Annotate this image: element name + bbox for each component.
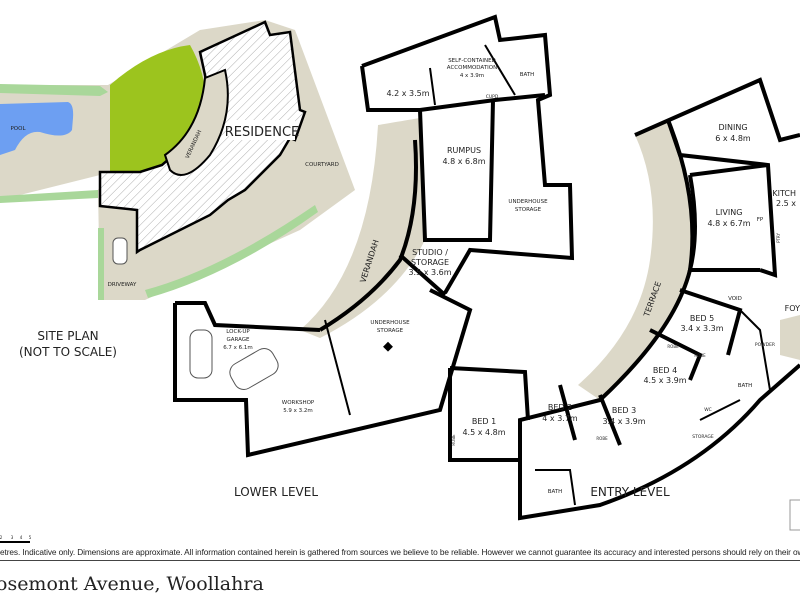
- underhouse-storage-2-name1: UNDERHOUSE: [370, 320, 410, 326]
- room-unnamed-dims: 4.2 x 3.5m: [386, 89, 429, 98]
- site-plan-title: SITE PLAN: [37, 329, 98, 343]
- residence-label: RESIDENCE: [225, 125, 300, 140]
- robe-2-label: ROBE: [694, 353, 706, 358]
- planting-driveway: [98, 228, 104, 300]
- robe-3-label: ROBE: [596, 436, 608, 441]
- driveway-label: DRIVEWAY: [108, 282, 137, 288]
- terrace: [578, 120, 693, 400]
- dining-dims: 6 x 4.8m: [715, 134, 751, 143]
- property-address: osemont Avenue, Woollahra: [0, 573, 264, 595]
- residence-label-box: [229, 120, 295, 140]
- garage-car-2: [229, 348, 279, 390]
- kitchen-label: KITCH: [772, 189, 796, 198]
- self-contained-dims: 4 x 3.9m: [460, 73, 484, 79]
- wc-label: WC: [704, 407, 712, 413]
- living-label: LIVING: [716, 208, 743, 217]
- bed2-label: BED 2: [548, 403, 572, 412]
- robe-4-label: ROBE: [451, 434, 456, 446]
- courtyard-label: COURTYARD: [305, 162, 339, 168]
- site-plan: RESIDENCE POOL VERANDAH COURTYARD DRIVEW…: [0, 20, 355, 359]
- self-contained-name1: SELF-CONTAINED: [448, 58, 496, 64]
- entry-bath-label: BATH: [738, 383, 753, 389]
- studio-name2: STORAGE: [411, 258, 449, 267]
- garage-dims: 6.7 x 6.1m: [223, 345, 253, 351]
- dining-label: DINING: [718, 123, 747, 132]
- scale-tick-2: 2: [0, 535, 3, 540]
- garage-name2: GARAGE: [226, 337, 250, 343]
- bed4-dims: 4.5 x 3.9m: [643, 376, 686, 385]
- rumpus-dims: 4.8 x 6.8m: [442, 157, 485, 166]
- garage-name1: LOCK-UP: [226, 329, 250, 335]
- compass-box: [789, 499, 800, 531]
- scale-tick-3: 3: [11, 535, 14, 540]
- rumpus-label: RUMPUS: [447, 146, 481, 155]
- bed5-label: BED 5: [690, 314, 714, 323]
- planting-top: [0, 84, 108, 96]
- bed3-dims: 3.4 x 3.9m: [602, 417, 645, 426]
- workshop-label: WORKSHOP: [282, 400, 315, 406]
- scale-tick-5: 5: [29, 535, 32, 540]
- kitchen-dims: 2.5 x: [776, 199, 796, 208]
- pool-label: POOL: [10, 126, 26, 132]
- studio-dims: 3.5 x 3.6m: [408, 268, 451, 277]
- scale-tick-4: 4: [20, 535, 23, 540]
- site-verandah: [163, 68, 229, 176]
- robe-1-label: ROBE: [667, 344, 679, 349]
- bed5-dims: 3.4 x 3.3m: [680, 324, 723, 333]
- car-icon: [112, 237, 128, 265]
- garage-car-1: [189, 329, 213, 379]
- lower-verandah: [300, 118, 425, 338]
- entry-level-plan: DINING 6 x 4.8m KITCH 2.5 x LIVING 4.8 x…: [448, 77, 800, 521]
- planting-bottom: [0, 190, 98, 203]
- workshop-dims: 5.9 x 3.2m: [283, 408, 313, 414]
- pantry-label: PTRY: [776, 233, 781, 243]
- bed4-label: BED 4: [653, 366, 677, 375]
- underhouse-storage-2-name2: STORAGE: [377, 328, 404, 334]
- void-label: VOID: [728, 296, 742, 302]
- disclaimer: etres. Indicative only. Dimensions are a…: [0, 547, 800, 557]
- planting-front: [145, 205, 318, 298]
- powder-label: POWDER: [755, 342, 775, 348]
- bath-2-label: BATH: [548, 489, 563, 495]
- fp-label: FP: [757, 217, 764, 223]
- living-dims: 4.8 x 6.7m: [707, 219, 750, 228]
- lower-bath-label: BATH: [520, 72, 535, 78]
- lower-level-plan: 4.2 x 3.5m SELF-CONTAINED ACCOMMODATION …: [173, 14, 575, 499]
- underhouse-storage-1-name2: STORAGE: [515, 207, 542, 213]
- pool: [0, 102, 74, 155]
- self-contained-name2: ACCOMMODATION: [447, 65, 497, 71]
- foyer-paving: [780, 315, 800, 360]
- site-plan-subtitle: (NOT TO SCALE): [19, 345, 117, 359]
- studio-name1: STUDIO /: [412, 248, 448, 257]
- storage-marker: [383, 341, 393, 352]
- divider: [0, 560, 800, 561]
- bed3-label: BED 3: [612, 406, 636, 415]
- underhouse-storage-1-name1: UNDERHOUSE: [508, 199, 548, 205]
- scale-bar: 2 3 4 5: [0, 535, 32, 543]
- bed1-dims: 4.5 x 4.8m: [462, 428, 505, 437]
- lower-level-title: LOWER LEVEL: [234, 485, 318, 499]
- bed1-label: BED 1: [472, 417, 496, 426]
- bed2-dims: 4 x 3.7m: [542, 414, 578, 423]
- entry-level-title: ENTRY LEVEL: [590, 485, 670, 499]
- storage-label: STORAGE: [692, 434, 714, 440]
- foyer-label: FOY: [785, 304, 800, 313]
- cupd-label: CUPD: [486, 94, 499, 100]
